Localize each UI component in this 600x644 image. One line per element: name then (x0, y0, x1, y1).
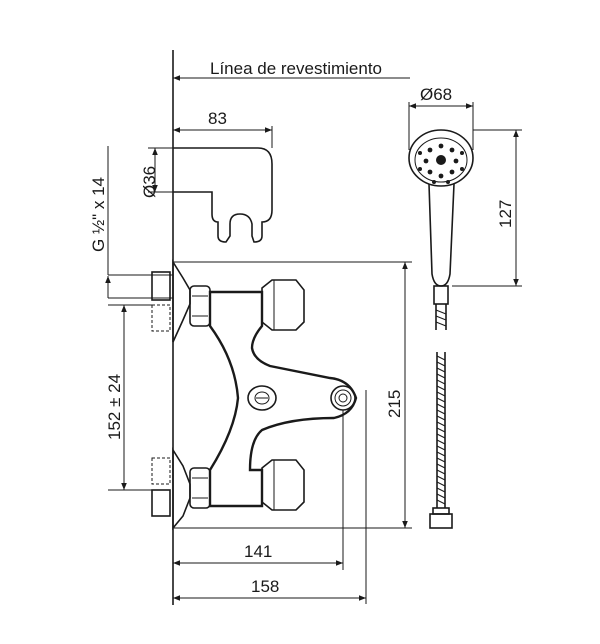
wall-line-label: Línea de revestimiento (210, 59, 382, 78)
shower-head-diameter-label: Ø68 (420, 85, 452, 104)
center-distance-label: 152 ± 24 (105, 374, 124, 440)
wall-hook: 83 Ø36 (140, 109, 273, 243)
spout-length-label: 83 (208, 109, 227, 128)
center-distance-dimension: 152 ± 24 (105, 304, 152, 491)
body-height-dimension: 215 (173, 261, 412, 529)
body-height-label: 215 (385, 390, 404, 418)
hand-shower: Ø68 127 (408, 85, 522, 330)
shower-hose (429, 352, 453, 529)
total-depth-label: 158 (251, 577, 279, 596)
spout-diameter-label: Ø36 (140, 166, 159, 198)
shower-length-label: 127 (496, 200, 515, 228)
mixer-body (151, 259, 358, 531)
thread-label: G ½" x 14 (89, 177, 108, 252)
diverter-depth-label: 141 (244, 542, 272, 561)
wall-line: Línea de revestimiento (172, 50, 410, 605)
center-knob (247, 385, 277, 411)
diverter-depth-dimension: 141 (173, 410, 344, 570)
thread-dimension: G ½" x 14 (89, 146, 173, 299)
total-depth-dimension: 158 (173, 390, 367, 604)
